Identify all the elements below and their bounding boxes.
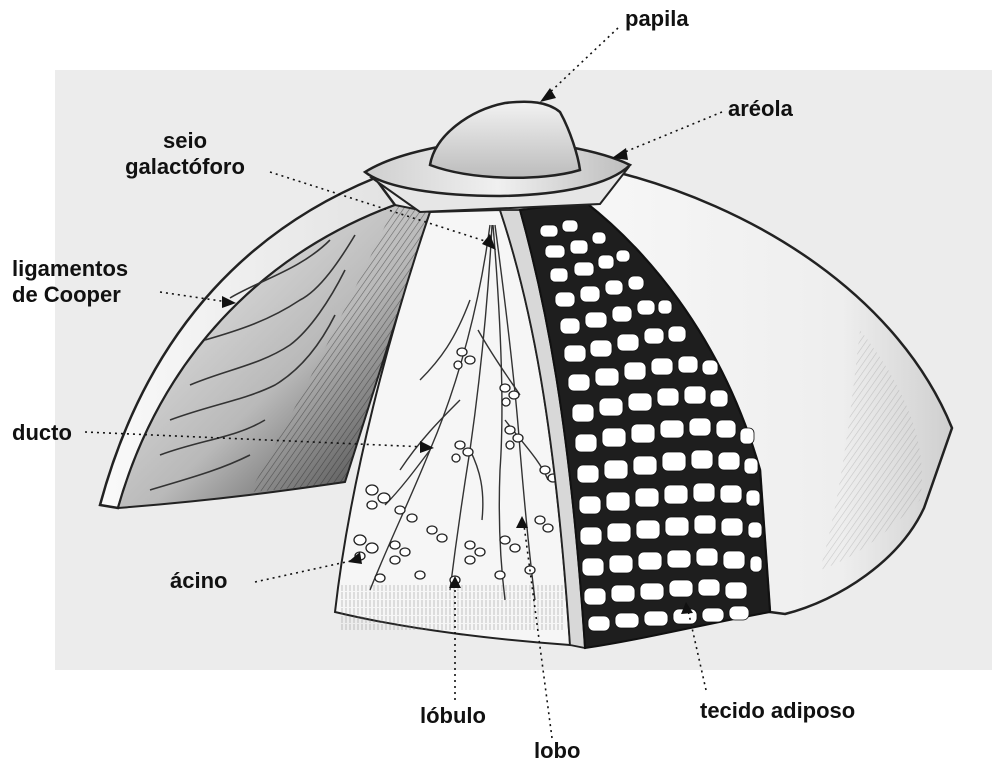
label-ligamentos-de-cooper: ligamentos de Cooper xyxy=(12,256,128,308)
label-lobulo: lóbulo xyxy=(420,703,486,729)
label-lobo: lobo xyxy=(534,738,580,764)
label-tecido-adiposo: tecido adiposo xyxy=(700,698,855,724)
label-ducto: ducto xyxy=(12,420,72,446)
lobe-base-texture xyxy=(340,585,565,630)
label-seio-galactoforo: seio galactóforo xyxy=(110,128,260,180)
label-papila: papila xyxy=(625,6,689,32)
label-areola: aréola xyxy=(728,96,793,122)
label-ligamentos-line1: ligamentos xyxy=(12,256,128,282)
label-seio-line2: galactóforo xyxy=(110,154,260,180)
label-seio-line1: seio xyxy=(110,128,260,154)
label-acino: ácino xyxy=(170,568,227,594)
label-ligamentos-line2: de Cooper xyxy=(12,282,128,308)
